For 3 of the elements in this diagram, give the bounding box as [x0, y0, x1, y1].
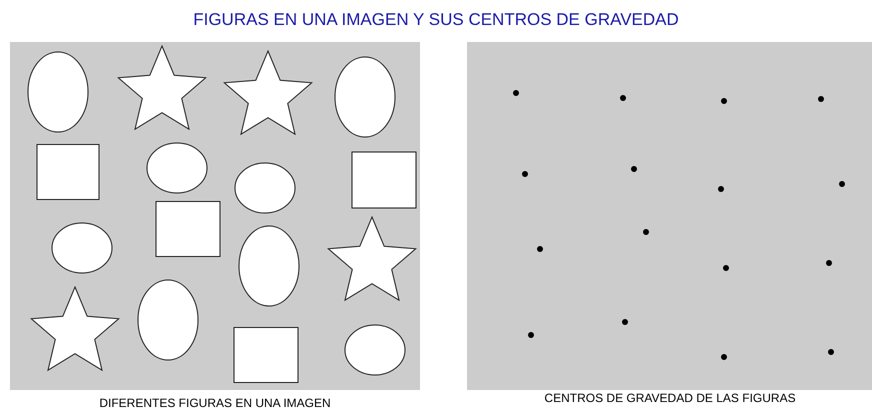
- diagram-title: FIGURAS EN UNA IMAGEN Y SUS CENTROS DE GRAVEDAD: [193, 10, 679, 30]
- panel-caption: CENTROS DE GRAVEDAD DE LAS FIGURAS: [544, 391, 796, 405]
- panel-caption: DIFERENTES FIGURAS EN UNA IMAGEN: [99, 396, 331, 410]
